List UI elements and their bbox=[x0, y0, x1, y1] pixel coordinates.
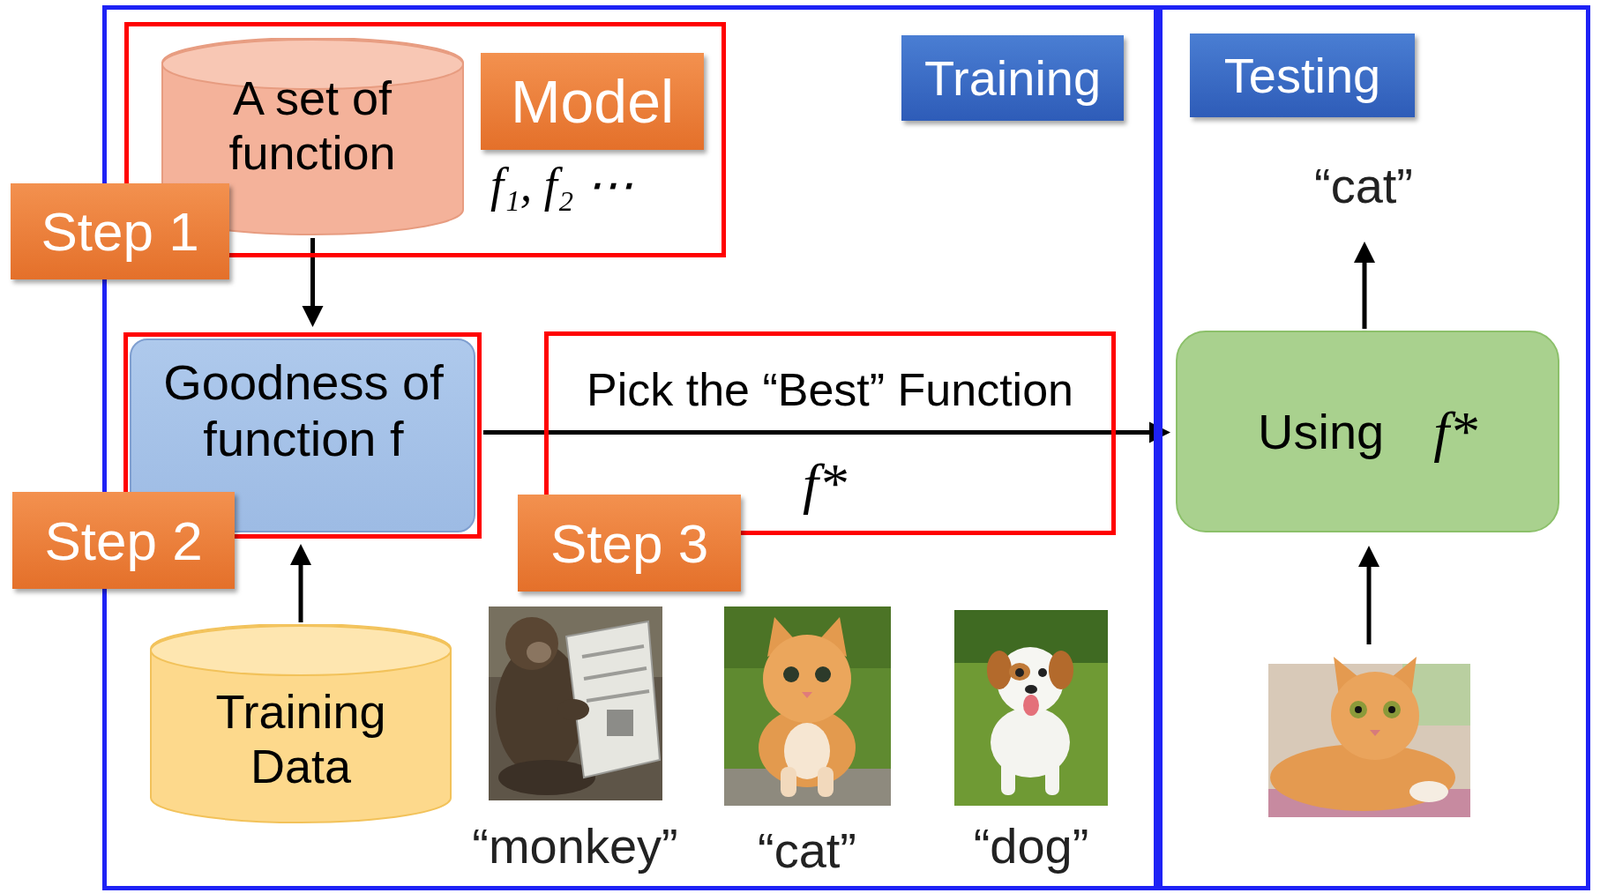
kitten-photo-part bbox=[817, 767, 834, 798]
monkey-photo-part bbox=[505, 617, 559, 671]
test-cat-photo-part bbox=[1330, 672, 1420, 761]
cylinder-store: Training Data bbox=[149, 624, 453, 825]
dog-photo-part bbox=[1001, 760, 1016, 796]
kitten-photo-part bbox=[783, 666, 800, 683]
monkey-photo-part bbox=[583, 668, 647, 680]
monkey-photo-part bbox=[526, 642, 552, 664]
test-arrows-part bbox=[1362, 261, 1368, 329]
test-arrows-part bbox=[1353, 241, 1376, 263]
step-frame: Pick the “Best” Functionf*Step 3 bbox=[544, 331, 1116, 536]
store-text: Training Data bbox=[166, 684, 435, 794]
dog-photo-part bbox=[1038, 668, 1047, 678]
dog-photo-part bbox=[1045, 760, 1060, 796]
arrow-line bbox=[299, 565, 304, 623]
dog-photo-part bbox=[1023, 695, 1040, 717]
store-text: A set of function bbox=[184, 70, 441, 180]
arrow-line bbox=[310, 238, 315, 307]
monkey-photo-part bbox=[557, 699, 590, 721]
step-tag: Step 1 bbox=[10, 183, 230, 280]
cylinder-body bbox=[150, 624, 451, 823]
dog-photo-part bbox=[1048, 650, 1074, 690]
math-symbol: f* bbox=[1433, 399, 1478, 465]
test-cat-photo-part bbox=[1409, 781, 1449, 803]
process-box: Using f* bbox=[1175, 330, 1560, 533]
test-cat-photo-part bbox=[1268, 664, 1471, 818]
tag-text: Model bbox=[510, 67, 674, 136]
tag-text: Step 3 bbox=[550, 512, 709, 576]
box-text: Goodness of function f bbox=[144, 354, 463, 469]
dog-photo-part bbox=[986, 650, 1012, 690]
test-cat-photo-part bbox=[1388, 706, 1396, 714]
frame-text: Pick the “Best” Function bbox=[548, 363, 1112, 417]
monkey-photo-part bbox=[586, 691, 650, 702]
arrow-head bbox=[302, 306, 324, 328]
arrow-connector bbox=[483, 422, 1171, 444]
dog-photo-part bbox=[954, 610, 1108, 807]
function-list: f₁, f₂ ⋯ bbox=[490, 157, 703, 228]
dog-photo-part bbox=[1024, 685, 1038, 695]
arrow-line bbox=[483, 430, 1150, 435]
dog-photo-part bbox=[1009, 663, 1031, 681]
kitten-photo bbox=[724, 606, 891, 807]
arrow-connector bbox=[302, 238, 324, 328]
cylinder-top bbox=[150, 626, 451, 676]
training-region: Training f₁, f₂ ⋯ A set of function ModelSt… bbox=[102, 5, 1159, 891]
test-cat-photo-part bbox=[1383, 701, 1401, 719]
test-cat-photo-part bbox=[1349, 701, 1368, 719]
kitten-photo-part bbox=[780, 767, 797, 798]
monkey-photo-part bbox=[488, 606, 663, 801]
model-tag: Model bbox=[480, 52, 704, 150]
test-cat-photo-part bbox=[1369, 730, 1381, 737]
region-title: Testing bbox=[1189, 33, 1415, 118]
monkey-photo-part bbox=[606, 710, 634, 737]
kitten-photo-part bbox=[801, 692, 813, 699]
dog-photo bbox=[954, 610, 1108, 807]
image-caption: “cat” bbox=[1314, 158, 1414, 214]
image-caption: “monkey” bbox=[471, 819, 678, 875]
testing-region: TestingUsing f* bbox=[1158, 5, 1591, 891]
monkey-photo-part bbox=[582, 646, 644, 658]
region-title: Training bbox=[901, 35, 1124, 121]
kitten-photo-part bbox=[762, 635, 852, 724]
test-cat-photo-part bbox=[1354, 706, 1362, 714]
monkey-photo-part bbox=[566, 621, 660, 778]
image-caption: “dog” bbox=[973, 819, 1090, 875]
kitten-photo-part bbox=[724, 606, 891, 807]
dog-photo-part bbox=[1015, 668, 1025, 678]
monkey-photo-part bbox=[498, 760, 596, 796]
test-cat-photo bbox=[1268, 657, 1471, 818]
math-symbol: f* bbox=[785, 451, 865, 523]
tag-text: Step 1 bbox=[40, 200, 199, 263]
kitten-photo-part bbox=[814, 666, 831, 683]
monkey-photo bbox=[488, 606, 663, 801]
step-tag: Step 3 bbox=[517, 494, 741, 592]
arrow-connector bbox=[290, 544, 312, 623]
arrow-head bbox=[290, 544, 312, 566]
box-text: Using bbox=[1257, 403, 1384, 461]
test-arrows-part bbox=[1358, 545, 1380, 568]
image-caption: “cat” bbox=[757, 823, 857, 879]
test-arrows-part bbox=[1367, 565, 1372, 645]
step-frame: f₁, f₂ ⋯A set of functionModelStep 1 bbox=[124, 22, 726, 258]
step-tag: Step 2 bbox=[12, 492, 235, 590]
tag-text: Step 2 bbox=[44, 509, 202, 573]
